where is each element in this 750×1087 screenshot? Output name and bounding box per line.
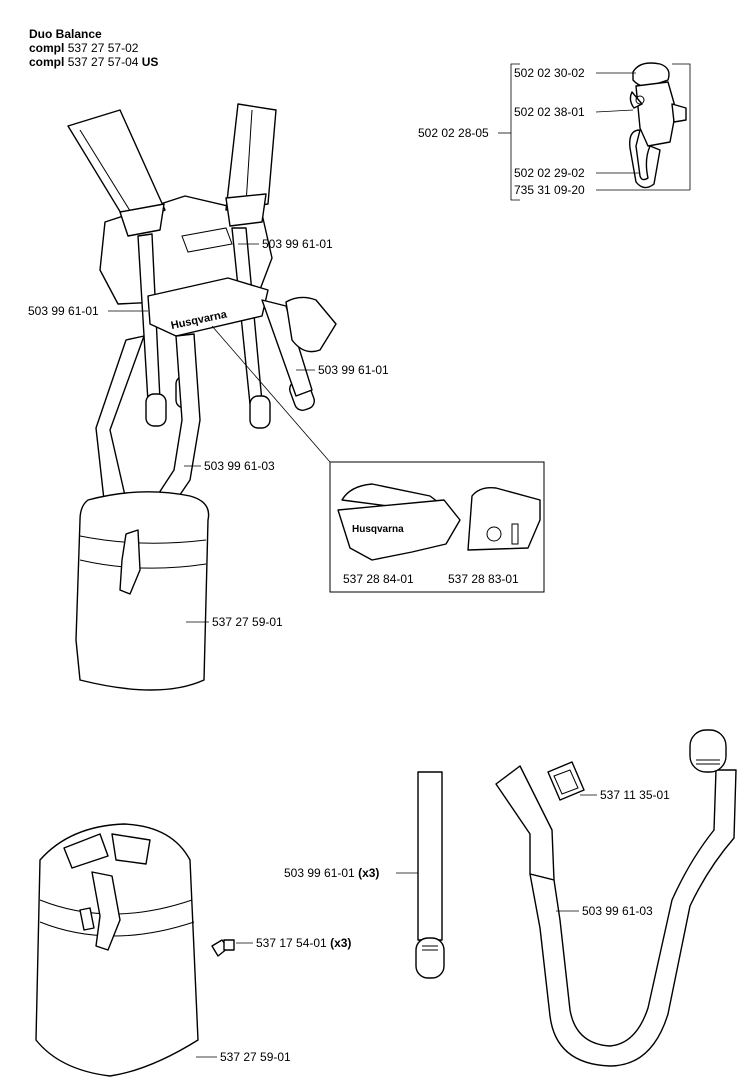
bottom-left-labels: 537 17 54-01 (x3) 537 27 59-01: [196, 936, 351, 1064]
label-hook-bottom: 502 02 29-02: [514, 166, 585, 180]
label-strap-x3-number: 503 99 61-01: [284, 866, 355, 880]
label-screw-number: 537 17 54-01: [256, 936, 327, 950]
header-line-1: compl 537 27 57-02: [29, 41, 158, 55]
hook-assembly-drawing: [629, 62, 687, 189]
label-inset-left: 537 28 84-01: [343, 572, 414, 586]
label-hook-mid: 502 02 38-01: [514, 105, 585, 119]
label-hook-assembly: 502 02 28-05: [418, 126, 489, 140]
label-strap-right-lower: 503 99 61-01: [318, 363, 389, 377]
diagram-header: Duo Balance compl 537 27 57-02 compl 537…: [29, 27, 158, 69]
label-hook-top: 502 02 30-02: [514, 66, 585, 80]
short-strap-drawing: [415, 771, 445, 979]
header-line-1-prefix: compl: [29, 41, 65, 55]
label-screw: 537 17 54-01 (x3): [256, 936, 351, 950]
label-strap-right-upper: 503 99 61-01: [262, 237, 333, 251]
label-buckle: 537 11 35-01: [600, 788, 670, 802]
diagram-title: Duo Balance: [29, 27, 102, 41]
harness-drawing: Husqvarna: [67, 103, 337, 691]
label-inset-right: 537 28 83-01: [448, 572, 519, 586]
screw-drawing: [211, 939, 235, 957]
hook-labels: 502 02 30-02 502 02 38-01 502 02 28-05 5…: [418, 63, 691, 201]
label-strap-x3: 503 99 61-01 (x3): [284, 866, 379, 880]
inset-box: Husqvarna 537 28 84-01 537 28 83-01: [329, 461, 545, 593]
long-strap-drawing: [495, 729, 737, 1067]
harness-labels: 503 99 61-01 503 99 61-01 503 99 61-01 5…: [28, 237, 389, 629]
header-line-2-prefix: compl: [29, 55, 65, 69]
label-screw-qty: (x3): [330, 936, 351, 950]
header-line-1-number: 537 27 57-02: [67, 41, 139, 55]
label-hip-pad-top: 537 27 59-01: [212, 615, 283, 629]
long-strap-labels: 537 11 35-01 503 99 61-03: [556, 788, 670, 918]
inset-brand-logo: Husqvarna: [352, 524, 404, 535]
header-line-2-number: 537 27 57-04: [67, 55, 139, 69]
header-line-2: compl 537 27 57-04 US: [29, 55, 158, 69]
hip-pad-bottom-drawing: [35, 823, 199, 1077]
label-strap-x3-qty: (x3): [358, 866, 379, 880]
short-strap-label: 503 99 61-01 (x3): [284, 866, 418, 880]
label-center-strap: 503 99 61-03: [204, 459, 275, 473]
label-strap-left: 503 99 61-01: [28, 304, 99, 318]
header-line-2-suffix: US: [141, 55, 159, 69]
label-hip-pad-bottom: 537 27 59-01: [220, 1050, 291, 1064]
label-hook-screw: 735 31 09-20: [514, 183, 585, 197]
label-long-strap: 503 99 61-03: [582, 904, 653, 918]
